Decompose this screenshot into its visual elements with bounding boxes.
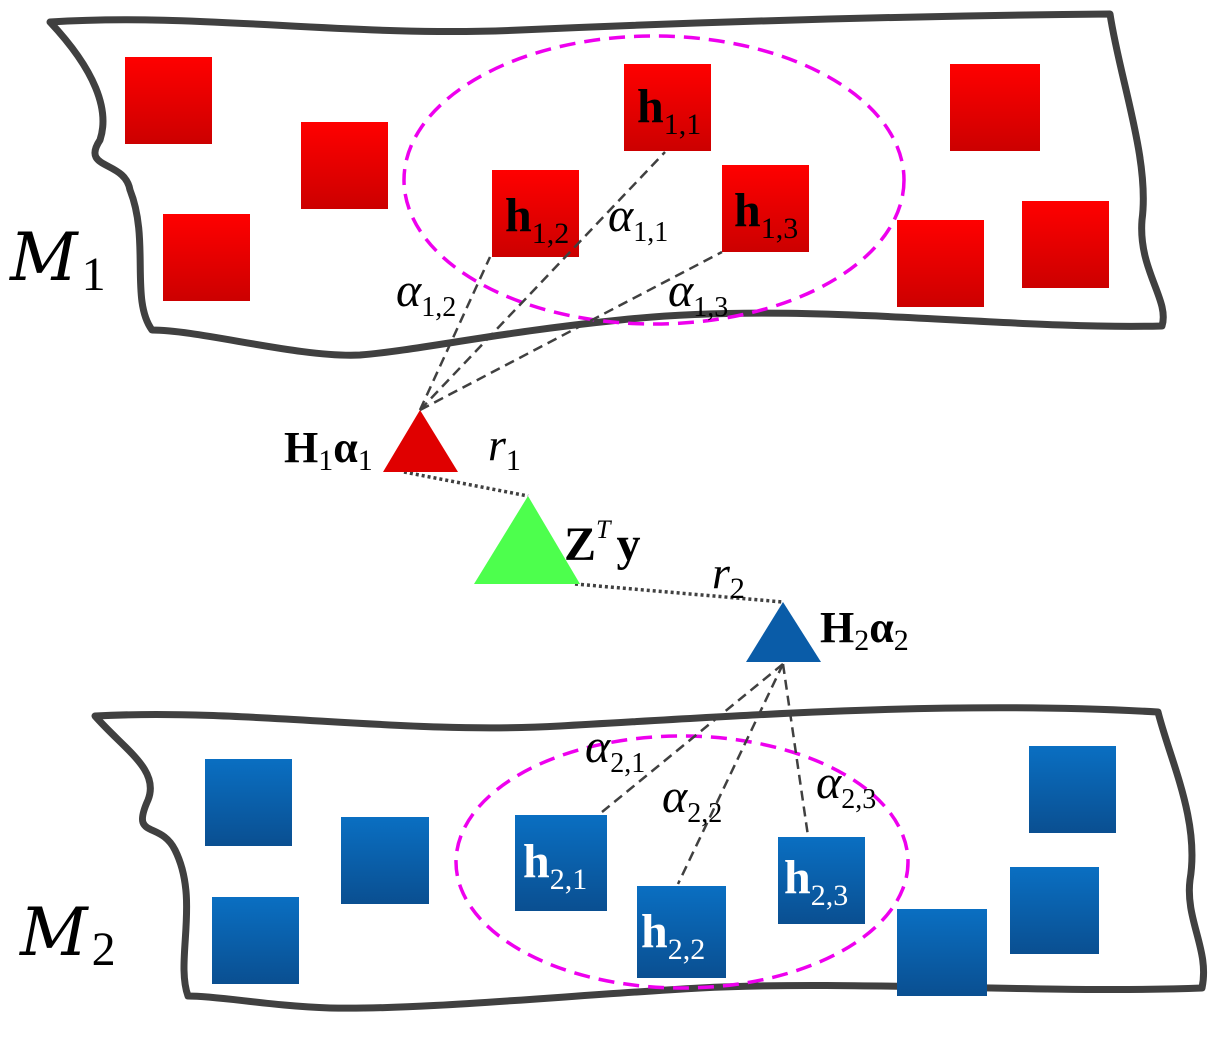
red-atom (163, 214, 250, 301)
weight-line-a23 (781, 663, 810, 837)
weight-line-a11 (419, 151, 666, 411)
atom-label-h11: h1,1 (637, 80, 701, 141)
weight-label-a21: α2,1 (585, 720, 645, 779)
manifold-1-outline (46, 10, 1167, 359)
red-atom-h13 (722, 165, 809, 252)
blue-atom-h23 (778, 837, 865, 924)
atom-label-h22: h2,2 (641, 905, 705, 966)
blue-atom (1029, 746, 1116, 833)
weight-line-a22 (676, 663, 785, 885)
red-atom-h12 (492, 170, 579, 257)
red-atom-h11 (624, 64, 711, 151)
residual-label-r1: r1 (488, 419, 521, 477)
residual-line-r2 (574, 582, 784, 604)
manifold-1-label: M1 (9, 219, 106, 301)
red-atom (1022, 201, 1109, 288)
weight-label-a13: α1,3 (668, 264, 728, 323)
approx-point-1-triangle (383, 410, 458, 472)
red-atom (950, 64, 1040, 151)
blue-atom-h21 (515, 815, 607, 911)
atom-label-h12: h1,2 (505, 189, 569, 250)
weight-line-a12 (418, 256, 492, 411)
blue-atom (205, 759, 292, 846)
point-label-h2a2: H2α2 (820, 603, 909, 657)
target-point-triangle (474, 496, 580, 584)
weight-line-a21 (601, 663, 784, 813)
blue-atom (341, 817, 429, 904)
residual-label-r2: r2 (712, 547, 745, 605)
blue-atoms (205, 746, 1116, 996)
blue-atom (1010, 867, 1099, 954)
point-label-h1a1: H1α1 (284, 423, 373, 477)
weight-label-a23: α2,3 (816, 756, 876, 815)
red-atom (897, 220, 984, 307)
blue-atom (212, 897, 299, 984)
weight-label-a12: α1,2 (396, 264, 456, 323)
atom-label-h23: h2,3 (784, 851, 848, 912)
weight-label-a11: α1,1 (608, 189, 668, 248)
neighborhood-ellipse-1 (402, 34, 906, 326)
neighborhood-ellipse-2 (454, 734, 910, 990)
blue-atom (897, 909, 987, 996)
red-atom (125, 57, 212, 144)
weight-line-a13 (419, 250, 723, 412)
red-atom (301, 122, 388, 209)
red-atoms (125, 57, 1109, 307)
atom-label-h13: h1,3 (734, 184, 798, 245)
weight-label-a22: α2,2 (662, 770, 722, 829)
approx-point-2-triangle (746, 602, 821, 662)
blue-atom-h22 (637, 886, 726, 978)
atom-label-h21: h2,1 (523, 835, 587, 896)
manifold-2-label: M2 (19, 894, 116, 976)
